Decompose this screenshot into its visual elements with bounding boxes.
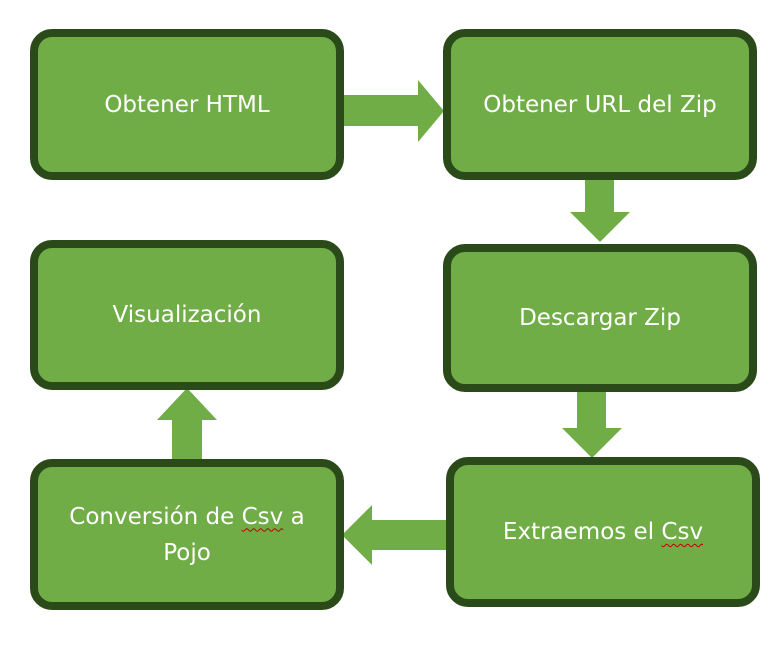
step-label: Obtener URL del Zip	[483, 91, 717, 118]
spellcheck-flagged-word: Csv	[661, 519, 704, 545]
step-visualizacion: Visualización	[30, 240, 344, 390]
step-label-text: Extraemos el	[502, 519, 662, 545]
step-label: Visualización	[112, 302, 262, 328]
arrow-url-to-descargar	[570, 180, 630, 242]
arrow-html-to-url	[344, 80, 444, 142]
step-descargar-zip: Descargar Zip	[443, 244, 757, 392]
arrow-extraemos-to-conversion	[342, 505, 448, 565]
step-obtener-html: Obtener HTML	[30, 29, 344, 180]
step-label: Obtener HTML	[104, 91, 270, 118]
spellcheck-flagged-word: Csv	[241, 503, 284, 530]
step-label-text: a Pojo	[163, 503, 312, 566]
arrow-conversion-to-visualizacion	[157, 388, 217, 459]
step-conversion-csv-pojo: Conversión de Csv a Pojo	[30, 459, 344, 610]
step-extraemos-csv: Extraemos el Csv	[446, 457, 760, 607]
step-label: Extraemos el Csv	[503, 514, 703, 550]
step-label-text: Conversión de	[69, 503, 242, 530]
step-obtener-url-zip: Obtener URL del Zip	[443, 29, 757, 180]
step-label: Descargar Zip	[519, 305, 681, 331]
arrow-descargar-to-extraemos	[562, 391, 622, 458]
step-label: Conversión de Csv a Pojo	[52, 499, 322, 571]
